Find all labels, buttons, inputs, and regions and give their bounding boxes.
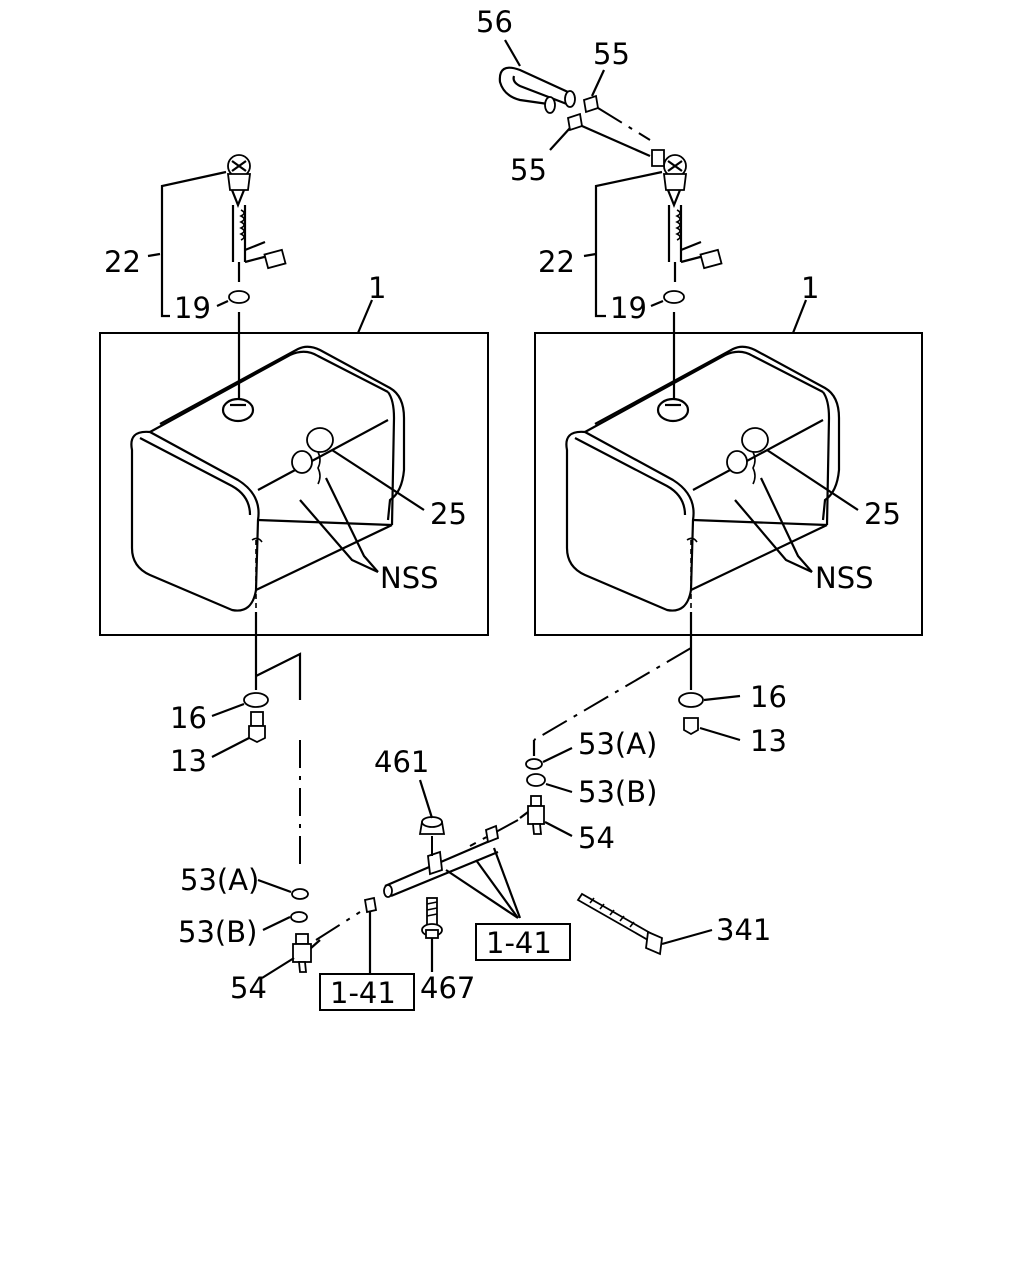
left-fitting-54 [292, 933, 321, 973]
nut-461 [418, 816, 446, 835]
label-25-left: 25 [430, 497, 467, 531]
left-fuel-tank [130, 345, 406, 612]
ref-box-1-41-left[interactable] [319, 973, 415, 1011]
label-nss-left: NSS [380, 561, 439, 595]
right-washer-16 [678, 692, 704, 708]
label-55-lower: 55 [510, 153, 547, 187]
right-fitting-54 [519, 795, 545, 835]
label-1-right: 1 [801, 271, 819, 305]
label-461: 461 [374, 745, 429, 779]
left-bolt-13 [250, 711, 264, 727]
label-16-right: 16 [750, 680, 787, 714]
label-22-right: 22 [538, 245, 575, 279]
label-56: 56 [476, 5, 513, 39]
label-55-upper: 55 [593, 37, 630, 71]
label-19-left: 19 [174, 291, 211, 325]
bolt-467 [421, 897, 443, 939]
right-tank-frame [534, 332, 923, 636]
clip-55-lower [566, 112, 584, 132]
clip-55-upper [582, 94, 600, 114]
right-bolt-13 [683, 717, 699, 736]
label-1-41-left[interactable]: 1-41 [330, 976, 396, 1010]
label-25-right: 25 [864, 497, 901, 531]
left-washer-19 [228, 290, 250, 304]
label-54-right: 54 [578, 821, 615, 855]
fuel-pipe [383, 824, 500, 898]
right-tank-assembly [469, 39, 923, 847]
label-nss-right: NSS [815, 561, 874, 595]
center-parts [319, 779, 713, 1011]
breather-hose-56 [498, 66, 576, 114]
label-467: 467 [420, 971, 475, 1005]
label-341: 341 [716, 913, 771, 947]
right-washer-19 [663, 290, 685, 304]
callout-labels: 56 55 55 22 22 19 19 1 1 25 25 NSS NSS 1… [104, 5, 901, 1010]
left-tank-frame [99, 332, 489, 636]
left-filler-strainer [226, 154, 287, 282]
right-fuel-tank [565, 345, 841, 612]
label-16-left: 16 [170, 701, 207, 735]
label-1-left: 1 [368, 271, 386, 305]
label-13-right: 13 [750, 724, 787, 758]
label-22-left: 22 [104, 245, 141, 279]
label-13-left: 13 [170, 744, 207, 778]
cable-tie-341 [576, 892, 663, 956]
label-54-left: 54 [230, 971, 267, 1005]
left-tank-assembly [99, 154, 489, 979]
right-filler-strainer [651, 149, 723, 282]
label-53a-right: 53(A) [578, 727, 657, 761]
label-53a-left: 53(A) [180, 863, 259, 897]
ref-box-1-41-right[interactable] [475, 923, 571, 961]
left-washer-16 [243, 692, 269, 708]
label-53b-right: 53(B) [578, 775, 657, 809]
label-19-right: 19 [610, 291, 647, 325]
label-53b-left: 53(B) [178, 915, 257, 949]
label-1-41-right[interactable]: 1-41 [486, 926, 552, 960]
